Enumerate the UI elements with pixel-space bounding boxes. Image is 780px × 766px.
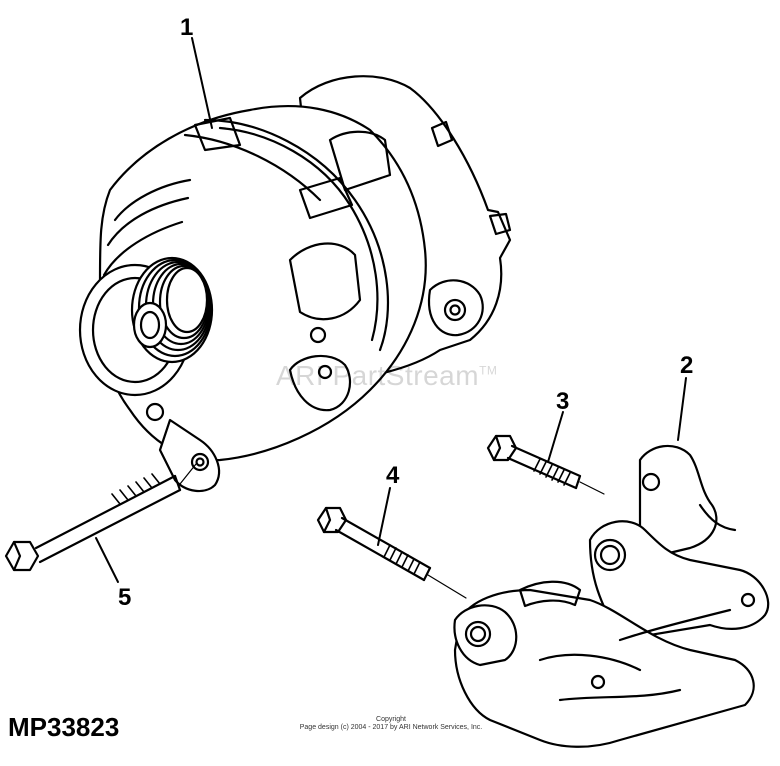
mounting-bracket[interactable]	[453, 377, 770, 748]
copyright-notice: Copyright Page design (c) 2004 - 2017 by…	[286, 716, 496, 733]
callout-5[interactable]: 5	[118, 584, 132, 611]
callout-3[interactable]: 3	[556, 388, 570, 415]
figure-id: MP33823	[8, 712, 120, 742]
watermark: ARI PartStreamTM	[276, 360, 497, 392]
bolt-3[interactable]	[486, 411, 605, 495]
alternator-pulley	[78, 256, 214, 397]
callout-1[interactable]: 1	[180, 14, 194, 41]
trademark-symbol: TM	[479, 363, 498, 378]
callout-4[interactable]: 4	[386, 462, 400, 489]
bolt-4[interactable]	[316, 487, 467, 599]
copyright-heading: Copyright	[376, 716, 406, 723]
bolt-5[interactable]	[4, 463, 197, 583]
copyright-text: Page design (c) 2004 - 2017 by ARI Netwo…	[299, 724, 483, 732]
watermark-text: ARI PartStream	[276, 360, 480, 391]
callout-2[interactable]: 2	[680, 352, 694, 379]
alternator[interactable]	[78, 37, 512, 493]
